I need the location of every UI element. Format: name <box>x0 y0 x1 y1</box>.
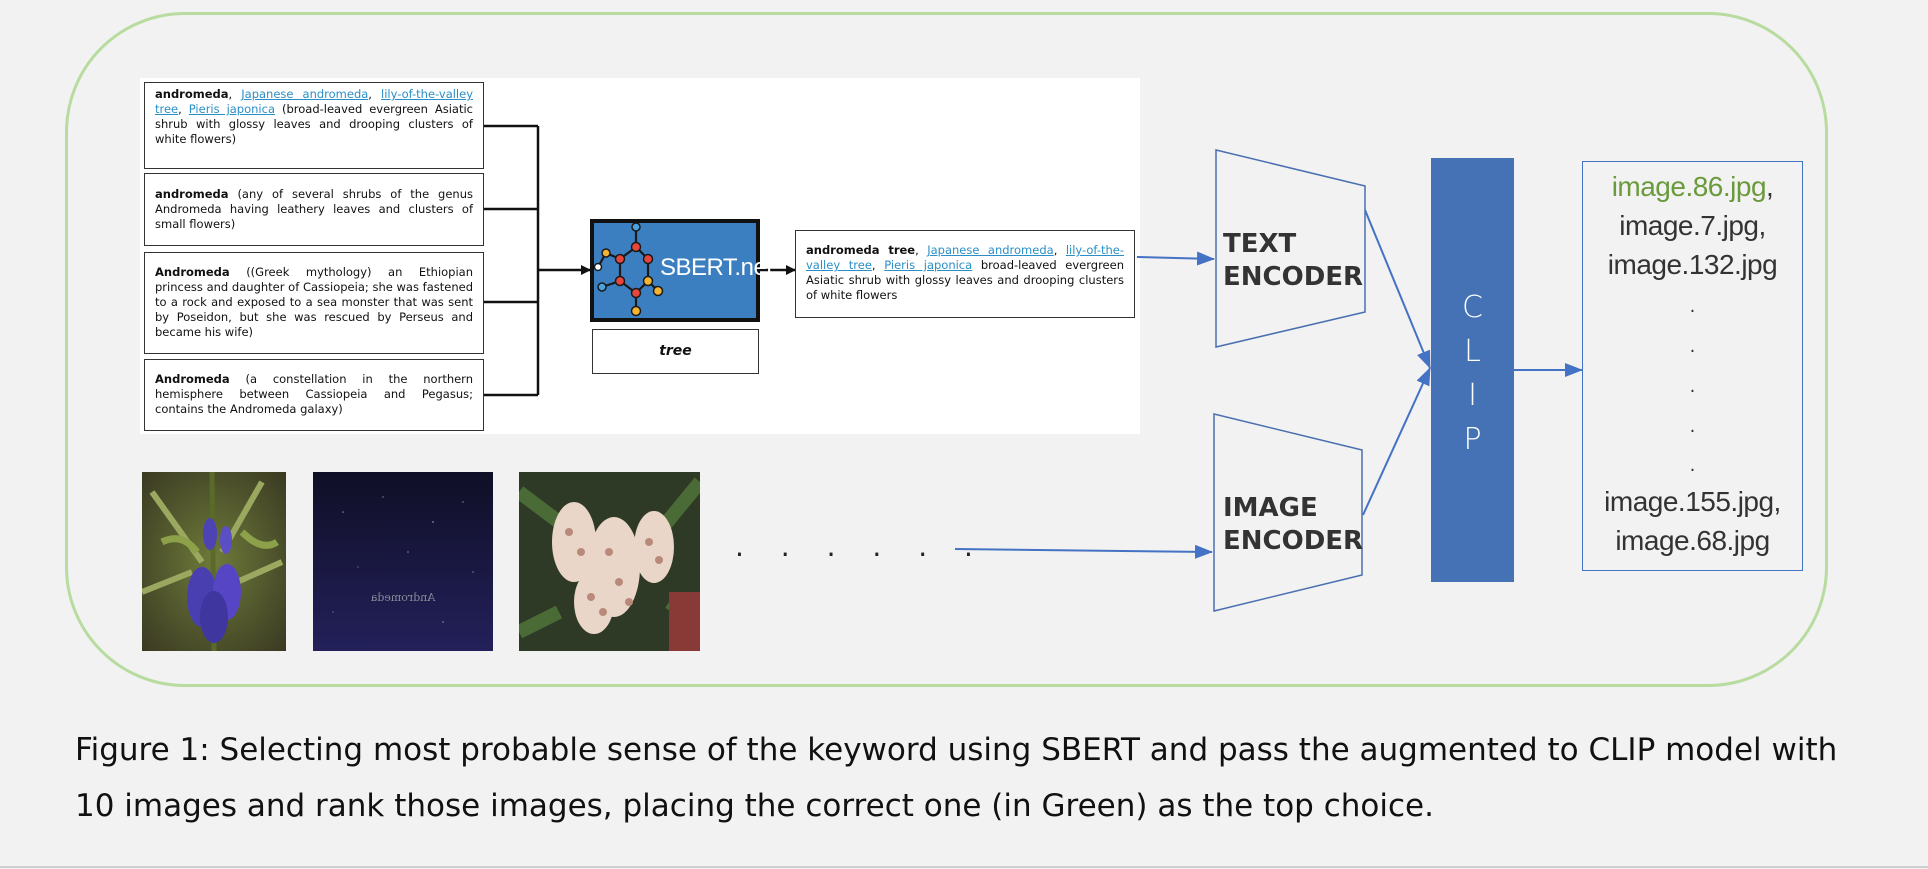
figure-caption: Figure 1: Selecting most probable sense … <box>75 722 1915 834</box>
text-encoder-shape <box>1215 149 1366 348</box>
sbert-molecule-icon <box>594 223 664 317</box>
sense-1-link-1[interactable]: Japanese andromeda <box>241 87 369 101</box>
sense-1-link-2[interactable]: lily-of-the-valley tree <box>155 87 474 116</box>
result-dot-4: . <box>1689 416 1696 437</box>
sense-2-gloss: (any of several shrubs of the genus Andr… <box>155 187 473 231</box>
augmented-link-3[interactable]: Pieris japonica <box>884 258 973 272</box>
sense-1-link-3[interactable]: Pieris japonica <box>188 102 276 116</box>
text-encoder-label-line-1: TEXT <box>1223 229 1297 259</box>
caption-line-2: 10 images and rank those images, placing… <box>75 788 1434 824</box>
thumbnail-night-sky: Andromeda <box>313 472 493 651</box>
sense-4-gloss: (a constellation in the northern hemisph… <box>155 372 474 416</box>
clip-letter-p: P <box>1463 422 1482 457</box>
augmented-gloss: broad-leaved evergreen Asiatic shrub wit… <box>806 258 1124 302</box>
result-dot-3: . <box>1689 376 1696 397</box>
keyword-box: tree <box>592 329 759 374</box>
clip-letter-l: L <box>1464 334 1481 369</box>
result-dot-2: . <box>1689 336 1696 357</box>
caption-line-1: Figure 1: Selecting most probable sense … <box>75 732 1838 768</box>
clip-block <box>1431 158 1514 582</box>
result-line-5: image.68.jpg <box>1615 525 1770 556</box>
clip-letter-c: C <box>1462 290 1483 325</box>
result-line-4: image.155.jpg, <box>1604 486 1781 517</box>
result-top-separator: , <box>1766 171 1774 202</box>
thumbnail-pieris-flowers <box>519 472 700 651</box>
text-encoder-label-line-2: ENCODER <box>1223 262 1364 292</box>
augmented-link-1[interactable]: Japanese andromeda <box>927 243 1054 257</box>
sense-1-head: andromeda <box>155 87 229 101</box>
sense-2-head: andromeda <box>155 187 229 201</box>
text-encoder-label: TEXT ENCODER <box>1223 228 1363 294</box>
ranked-results-box <box>1582 161 1803 571</box>
image-encoder-label: IMAGE ENCODER <box>1223 492 1363 558</box>
image-encoder-label-line-1: IMAGE <box>1223 493 1318 523</box>
result-top-choice: image.86.jpg <box>1611 171 1767 202</box>
diagram-frame <box>65 12 1828 687</box>
more-images-ellipsis: . . . . . . <box>735 530 987 563</box>
sense-3-head: Andromeda <box>155 265 230 279</box>
sense-4-head: Andromeda <box>155 372 230 386</box>
image-encoder-shape <box>1213 413 1363 612</box>
sense-1-gloss: (broad-leaved evergreen Asiatic shrub wi… <box>155 102 473 146</box>
thumbnail-gentian-flower <box>142 472 286 651</box>
clip-letter-i: I <box>1468 378 1477 413</box>
result-line-3: image.132.jpg <box>1607 249 1778 280</box>
sense-box-4: Andromeda (a constellation in the northe… <box>144 359 484 431</box>
sbert-logo <box>590 219 760 322</box>
sense-box-2: andromeda (any of several shrubs of the … <box>144 173 484 246</box>
image-encoder-label-line-2: ENCODER <box>1223 526 1364 556</box>
thumbnail-mirrored-text: Andromeda <box>370 591 436 604</box>
sense-box-1: andromeda, Japanese andromeda, lily-of-t… <box>144 82 484 169</box>
augmented-link-2[interactable]: lily-of-the-valley tree <box>806 243 1124 272</box>
augmented-sense-box: andromeda tree, Japanese andromeda, lily… <box>795 230 1135 318</box>
augmented-head: andromeda tree <box>806 243 916 257</box>
result-dot-1: . <box>1689 296 1696 317</box>
result-dot-5: . <box>1689 455 1696 476</box>
result-line-1: image.86.jpg, <box>1582 171 1803 203</box>
sense-box-3: Andromeda ((Greek mythology) an Ethiopia… <box>144 252 484 354</box>
bottom-rule <box>0 866 1928 868</box>
sbert-logo-text: SBERT.net <box>660 254 773 281</box>
sense-3-gloss: ((Greek mythology) an Ethiopian princess… <box>155 265 474 339</box>
result-line-2: image.7.jpg, <box>1619 210 1766 241</box>
